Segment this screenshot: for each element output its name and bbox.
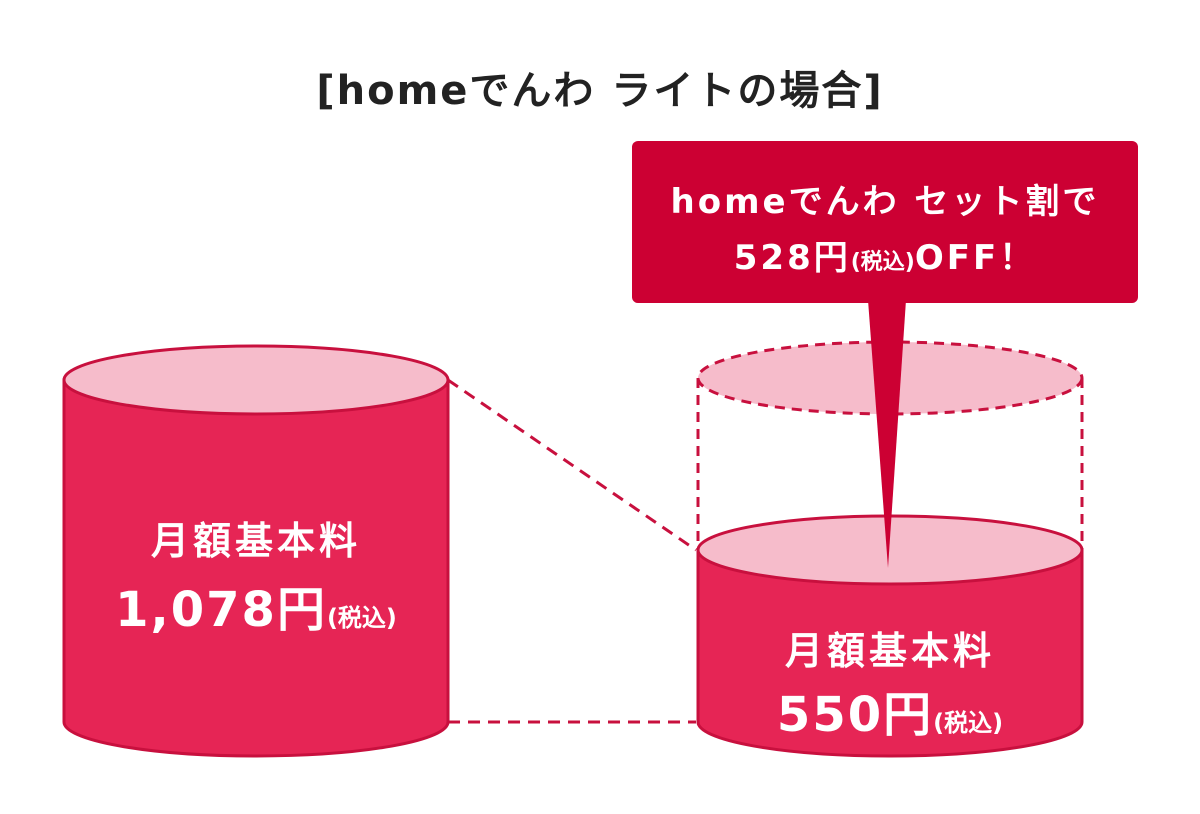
callout-line-1: homeでんわ セット割で [670, 182, 1100, 222]
left-tax-note: (税込) [326, 604, 397, 632]
right-cylinder-price-line: 550円(税込) [696, 675, 1084, 745]
callout-tax-note: (税込) [850, 250, 915, 275]
left-cylinder [62, 344, 450, 758]
callout-suffix: OFF！ [914, 238, 1037, 278]
callout-box [632, 141, 1138, 303]
connector-top-dashed [447, 378, 697, 552]
left-cylinder-price-line: 1,078円(税込) [64, 570, 448, 640]
right-cylinder-title: 月額基本料 [784, 629, 995, 673]
right-cylinder-body [696, 548, 1084, 758]
left-cylinder-body [62, 378, 450, 758]
discount-callout [632, 141, 1138, 568]
callout-amount: 528円 [733, 238, 851, 278]
right-cylinder [696, 514, 1084, 758]
right-tax-note: (税込) [933, 709, 1004, 737]
diagram-title: [homeでんわ ライトの場合] [316, 68, 884, 114]
left-cylinder-top [62, 344, 450, 416]
callout-pointer [868, 300, 906, 568]
left-cylinder-title: 月額基本料 [150, 519, 361, 563]
callout-line-2: 528円(税込)OFF！ [632, 230, 1138, 279]
left-price: 1,078円 [115, 582, 327, 638]
right-price: 550円 [776, 687, 934, 743]
